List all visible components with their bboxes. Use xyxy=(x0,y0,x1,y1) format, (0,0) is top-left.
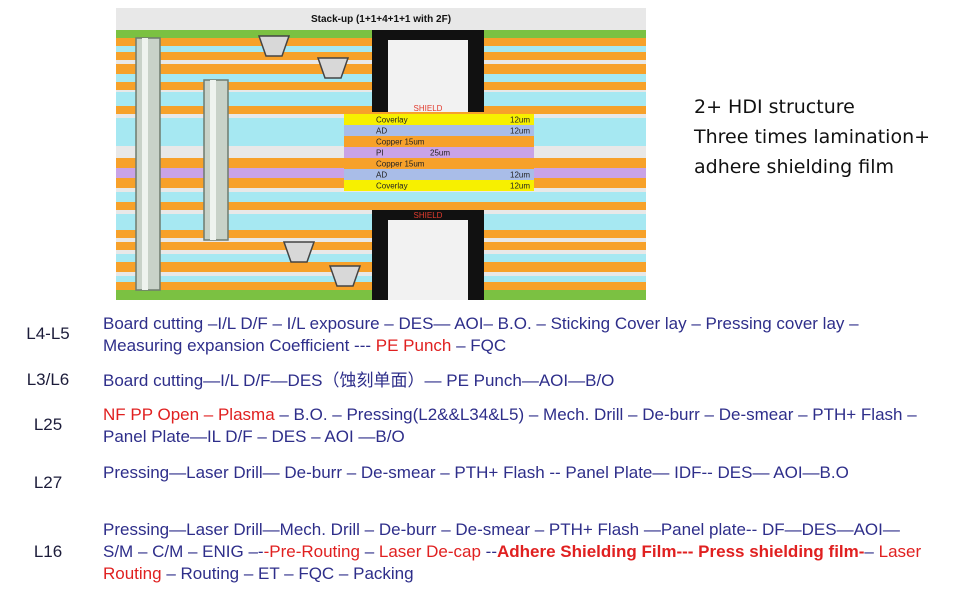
row-label-l25: L25 xyxy=(33,415,63,434)
note-line-1: 2+ HDI structure xyxy=(694,96,855,118)
flex-layer-band xyxy=(344,147,534,158)
flex-layer-band xyxy=(344,114,534,125)
row-label-l16: L16 xyxy=(33,542,63,561)
process-step-text: -- xyxy=(480,542,497,561)
flex-layer-thickness: 25um xyxy=(430,149,450,158)
flex-layer-name: Copper 15um xyxy=(376,160,425,169)
row-text-l25: NF PP Open – Plasma – B.O. – Pressing(L2… xyxy=(103,404,923,448)
note-line-2: Three times lamination+ xyxy=(694,126,931,148)
cavity-bottom-opening xyxy=(388,220,468,300)
process-step-text: – Routing – ET – FQC – Packing xyxy=(161,564,414,583)
microvia-3 xyxy=(282,241,316,263)
stack-layer-band xyxy=(116,192,646,202)
flex-layer-name: Coverlay xyxy=(376,116,408,125)
process-step-text: – FQC xyxy=(451,336,507,355)
process-step-text: NF PP Open – Plasma xyxy=(103,405,275,424)
row-label-l27: L27 xyxy=(33,473,63,492)
flex-layer-name: AD xyxy=(376,127,387,136)
note-line-3: adhere shielding film xyxy=(694,156,894,178)
flex-layer-band xyxy=(344,169,534,180)
microvia-2 xyxy=(316,57,350,79)
microvia-1 xyxy=(257,35,291,57)
structure-notes: 2+ HDI structure Three times lamination+… xyxy=(694,92,930,182)
process-step-text: Laser De-cap xyxy=(378,542,481,561)
process-step-text: – xyxy=(359,542,379,561)
flex-layer-name: PI xyxy=(376,149,384,158)
row-text-l3-l6: Board cutting—I/L D/F—DES（蚀刻单面）— PE Punc… xyxy=(103,370,923,392)
flex-layer-band xyxy=(344,136,534,147)
row-label-l4-l5: L4-L5 xyxy=(26,324,70,343)
process-step-text: Adhere Shielding Film--- Press shielding… xyxy=(496,542,865,561)
flex-layer-band xyxy=(344,125,534,136)
flex-layer-band xyxy=(344,158,534,169)
shield-label-bottom: SHIELD xyxy=(414,211,443,220)
flex-layer-thickness: 12um xyxy=(510,116,530,125)
process-step-text: – xyxy=(864,542,879,561)
cavity-top-opening xyxy=(388,40,468,112)
flex-layer-thickness: 12um xyxy=(510,182,530,191)
flex-layer-thickness: 12um xyxy=(510,127,530,136)
stack-layer-band xyxy=(116,202,646,210)
process-step-text: Pressing—Laser Drill—Mech. Drill – De-bu… xyxy=(103,520,900,561)
flex-layer-name: Coverlay xyxy=(376,182,408,191)
via-highlight-buried xyxy=(210,80,216,240)
process-step-text: – B.O. – Pressing(L2&&L34&L5) – Mech. Dr… xyxy=(103,405,917,446)
process-step-text: PE Punch xyxy=(375,336,452,355)
flex-layer-name: AD xyxy=(376,171,387,180)
row-text-l27: Pressing—Laser Drill— De-burr – De-smear… xyxy=(103,462,923,484)
microvia-4 xyxy=(328,265,362,287)
flex-layer-band xyxy=(344,180,534,191)
via-highlight-left xyxy=(142,38,148,290)
process-step-text: Laser Routing xyxy=(103,542,922,583)
process-step-text: Pressing—Laser Drill— De-burr – De-smear… xyxy=(103,463,849,482)
shield-label-top: SHIELD xyxy=(414,104,443,113)
flex-layer-thickness: 12um xyxy=(510,171,530,180)
diagram-title: Stack-up (1+1+4+1+1 with 2F) xyxy=(311,14,451,25)
row-text-l4-l5: Board cutting –I/L D/F – I/L exposure – … xyxy=(103,313,923,357)
process-step-text: -Pre-Routing xyxy=(263,542,360,561)
process-step-text: Board cutting—I/L D/F—DES（蚀刻单面）— PE Punc… xyxy=(103,371,615,390)
flex-layer-name: Copper 15um xyxy=(376,138,425,147)
process-step-text: Board cutting –I/L D/F – I/L exposure – … xyxy=(103,314,859,355)
row-label-l3-l6: L3/L6 xyxy=(26,370,70,389)
row-text-l16: Pressing—Laser Drill—Mech. Drill – De-bu… xyxy=(103,519,923,585)
